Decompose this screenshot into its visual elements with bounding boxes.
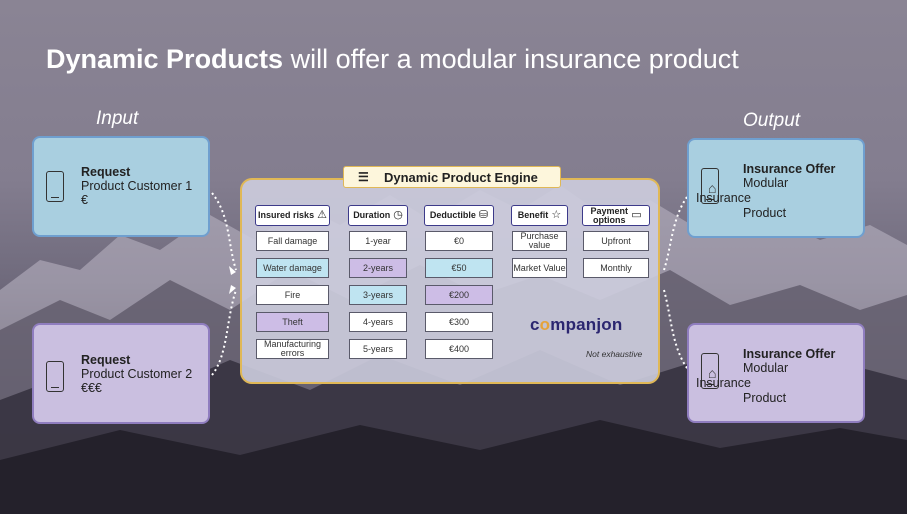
option-cell: Manufacturing errors	[256, 339, 329, 359]
companjon-logo: companjon	[530, 315, 623, 334]
offer-card-1: ⌂ Insurance Offer Modular Insurance Prod…	[687, 138, 865, 238]
star-icon: ☆	[551, 209, 562, 221]
option-cell: 2-years	[349, 258, 407, 278]
option-cell: Water damage	[256, 258, 329, 278]
option-cell: 3-years	[349, 285, 407, 305]
warning-icon: ⚠	[317, 209, 327, 221]
cash-icon: ▭	[631, 209, 642, 221]
phone-icon	[46, 361, 64, 392]
request-card-2: Request Product Customer 2 €€€	[32, 323, 210, 424]
output-label: Output	[743, 110, 801, 131]
option-cell: €200	[425, 285, 493, 305]
offer-line: Insurance	[696, 191, 751, 205]
slide-title: Dynamic Products will offer a modular in…	[46, 44, 739, 74]
input-label: Input	[96, 108, 139, 129]
request-text: Request Product Customer 1 €	[81, 165, 193, 207]
engine-title: ☰ Dynamic Product Engine	[343, 166, 561, 188]
option-cell: Fire	[256, 285, 329, 305]
offer-line: Modular	[743, 176, 789, 190]
phone-icon	[701, 353, 719, 389]
option-cell: Purchase value	[512, 231, 567, 251]
request-text: Request Product Customer 2 €€€	[81, 353, 193, 395]
offer-line: Insurance	[696, 376, 751, 390]
bank-icon: ⌂	[708, 365, 717, 381]
option-cell: €50	[425, 258, 493, 278]
option-cell: Monthly	[583, 258, 649, 278]
option-cell: 5-years	[349, 339, 407, 359]
option-cell: €400	[425, 339, 493, 359]
offer-line: Product	[743, 206, 787, 220]
column-header: Deductible⛁	[424, 205, 494, 226]
option-cell: Fall damage	[256, 231, 329, 251]
request-card-1: Request Product Customer 1 €	[32, 136, 210, 237]
option-cell: Upfront	[583, 231, 649, 251]
server-icon: ☰	[358, 170, 369, 184]
offer-line: Modular	[743, 361, 789, 375]
option-cell: Theft	[256, 312, 329, 332]
option-cell: Market Value	[512, 258, 567, 278]
bank-icon: ⌂	[708, 180, 717, 196]
money-icon: ⛁	[478, 209, 489, 221]
option-cell: 4-years	[349, 312, 407, 332]
column-header: Duration◷	[348, 205, 408, 226]
clock-icon: ◷	[393, 209, 403, 221]
not-exhaustive-note: Not exhaustive	[586, 349, 643, 359]
option-cell: €0	[425, 231, 493, 251]
option-cell: 1-year	[349, 231, 407, 251]
phone-icon	[46, 171, 64, 202]
column-header: Insured risks⚠	[255, 205, 330, 226]
column-header: Payment options▭	[582, 205, 650, 226]
offer-heading: Insurance Offer	[743, 347, 836, 361]
offer-heading: Insurance Offer	[743, 162, 836, 176]
offer-card-2: ⌂ Insurance Offer Modular Insurance Prod…	[687, 323, 865, 423]
column-header: Benefit☆	[511, 205, 568, 226]
option-cell: €300	[425, 312, 493, 332]
offer-line: Product	[743, 391, 787, 405]
phone-icon	[701, 168, 719, 204]
